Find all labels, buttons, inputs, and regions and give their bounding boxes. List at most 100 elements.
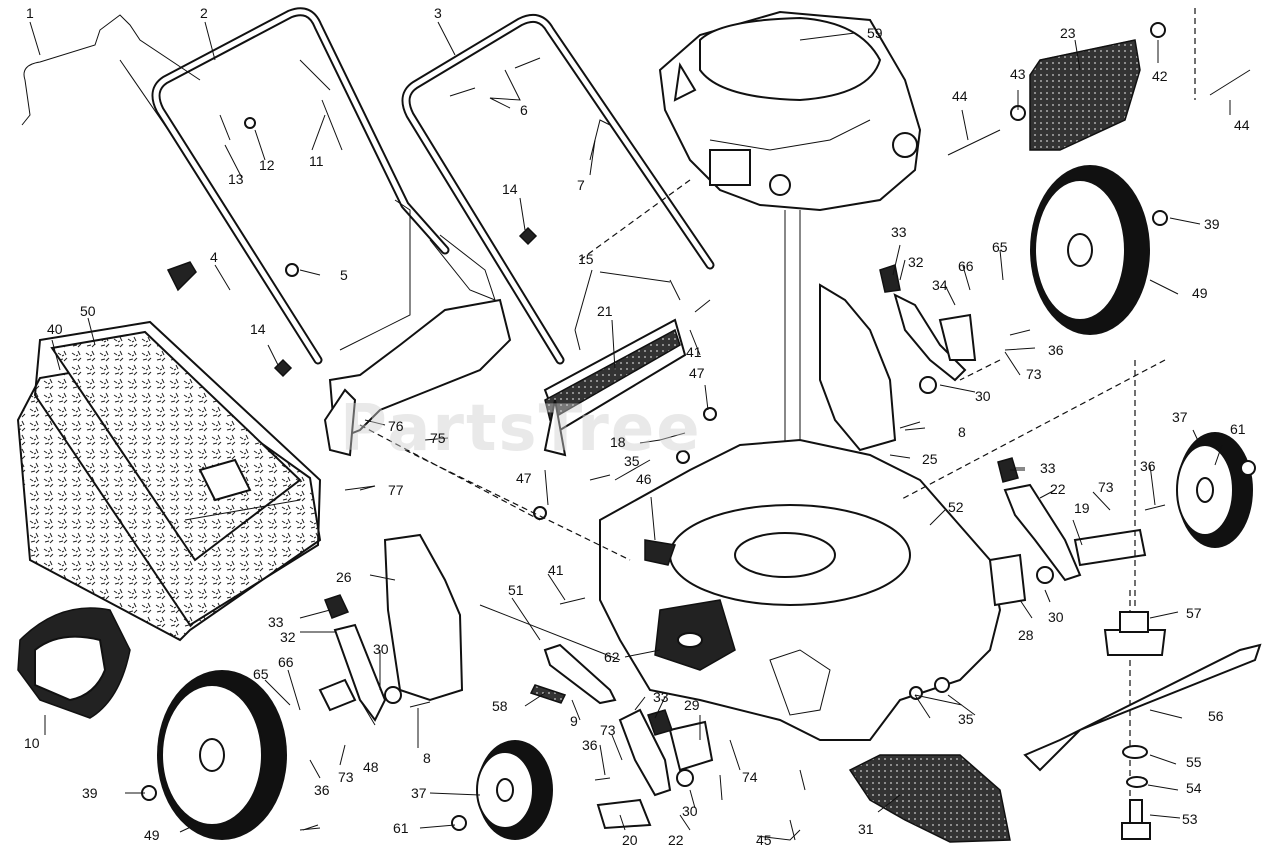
- callout-c22b: 22: [668, 832, 684, 848]
- engine: [658, 10, 922, 580]
- mulch-plug: [17, 607, 131, 719]
- callout-c33c: 33: [268, 614, 284, 630]
- callout-c37a: 37: [1172, 409, 1188, 425]
- callout-c30a: 30: [975, 388, 991, 404]
- callout-c53: 53: [1182, 811, 1198, 827]
- callout-c10: 10: [24, 735, 40, 751]
- callout-c39b: 39: [82, 785, 98, 801]
- callout-c28: 28: [1018, 627, 1034, 643]
- blade-assembly: [1023, 360, 1262, 840]
- callout-c39a: 39: [1204, 216, 1220, 232]
- callout-c51: 51: [508, 582, 524, 598]
- handle-hardware: [166, 57, 681, 378]
- callout-c61a: 61: [1230, 421, 1246, 437]
- left-height-adjuster: [318, 533, 464, 722]
- callout-c12: 12: [259, 157, 275, 173]
- callout-c41a: 41: [686, 344, 702, 360]
- callout-c13: 13: [228, 171, 244, 187]
- callout-c14b: 14: [502, 181, 518, 197]
- callout-c48: 48: [363, 759, 379, 775]
- callout-c57: 57: [1186, 605, 1202, 621]
- callout-c73d: 73: [600, 722, 616, 738]
- callout-c42: 42: [1152, 68, 1168, 84]
- callout-c41b: 41: [548, 562, 564, 578]
- callout-c62: 62: [604, 649, 620, 665]
- front-right-adjuster: [988, 457, 1147, 607]
- callout-c29: 29: [684, 697, 700, 713]
- callout-c6: 6: [520, 102, 528, 118]
- callout-c26: 26: [336, 569, 352, 585]
- callout-c47b: 47: [516, 470, 532, 486]
- callout-c77: 77: [388, 482, 404, 498]
- watermark-text: PartsTree: [340, 392, 702, 466]
- callout-c18: 18: [610, 434, 626, 450]
- callout-c66a: 66: [958, 258, 974, 274]
- callout-c7: 7: [577, 177, 585, 193]
- callout-c32b: 32: [280, 629, 296, 645]
- callout-c65b: 65: [253, 666, 269, 682]
- callout-c34: 34: [932, 277, 948, 293]
- callout-c21: 21: [597, 303, 613, 319]
- callout-c73c: 73: [338, 769, 354, 785]
- callout-c30b: 30: [1048, 609, 1064, 625]
- wheel-front-left: [476, 740, 553, 840]
- callout-labels: 1 2 3 4 5 6 7 8 8 9 10 11 12 13 14 14 15…: [24, 5, 1250, 848]
- callout-c36b: 36: [1140, 458, 1156, 474]
- callout-c33a: 33: [891, 224, 907, 240]
- callout-c36a: 36: [1048, 342, 1064, 358]
- callout-c15: 15: [578, 251, 594, 267]
- callout-c30c: 30: [373, 641, 389, 657]
- handle-leader-lines: [119, 59, 411, 351]
- callout-c25: 25: [922, 451, 938, 467]
- callout-c30d: 30: [682, 803, 698, 819]
- callout-c2: 2: [200, 5, 208, 21]
- callout-c54: 54: [1186, 780, 1202, 796]
- callout-c33b: 33: [1040, 460, 1056, 476]
- rear-trim-bar: [543, 318, 687, 457]
- callout-c36c: 36: [314, 782, 330, 798]
- callout-c43: 43: [1010, 66, 1026, 82]
- callout-c66b: 66: [278, 654, 294, 670]
- callout-c73b: 73: [1098, 479, 1114, 495]
- callout-c56: 56: [1208, 708, 1224, 724]
- callout-c3: 3: [434, 5, 442, 21]
- callout-c46: 46: [636, 471, 652, 487]
- callout-c22a: 22: [1050, 481, 1066, 497]
- callout-c61b: 61: [393, 820, 409, 836]
- callout-c76: 76: [388, 418, 404, 434]
- right-height-adjuster: [819, 264, 977, 452]
- callout-c31: 31: [858, 821, 874, 837]
- callout-c58: 58: [492, 698, 508, 714]
- callout-c74: 74: [742, 769, 758, 785]
- callout-c50: 50: [80, 303, 96, 319]
- callout-c35b: 35: [958, 711, 974, 727]
- mower-deck: [599, 438, 1002, 741]
- callout-c44b: 44: [1234, 117, 1250, 133]
- callout-c32a: 32: [908, 254, 924, 270]
- wheel-front-right: [1176, 432, 1253, 548]
- callout-c65a: 65: [992, 239, 1008, 255]
- control-bar: [21, 14, 201, 126]
- callout-c55: 55: [1186, 754, 1202, 770]
- upper-handle: [401, 13, 715, 365]
- callout-c14a: 14: [250, 321, 266, 337]
- grass-catcher-bag: [16, 320, 322, 642]
- wheel-rear-right: [1030, 165, 1150, 335]
- callout-c49a: 49: [1192, 285, 1208, 301]
- callout-c59: 59: [867, 25, 883, 41]
- callout-c8a: 8: [958, 424, 966, 440]
- callout-c5: 5: [340, 267, 348, 283]
- callout-c45: 45: [756, 832, 772, 848]
- callout-c49b: 49: [144, 827, 160, 843]
- wheel-rear-left: [157, 670, 287, 840]
- mulch-cover: [848, 754, 1011, 843]
- assembly-guides: [359, 8, 1196, 561]
- callout-c8b: 8: [423, 750, 431, 766]
- callout-c52: 52: [948, 499, 964, 515]
- callout-c11: 11: [309, 153, 324, 169]
- callout-c75: 75: [430, 430, 446, 446]
- callout-c73a: 73: [1026, 366, 1042, 382]
- leader-lines: [29, 21, 1231, 841]
- callout-c40: 40: [47, 321, 63, 337]
